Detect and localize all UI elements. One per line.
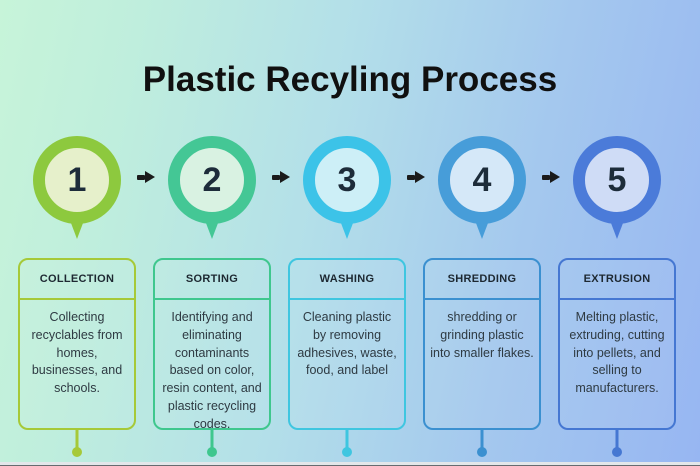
step-card-description: Identifying and eliminating contaminants… (162, 310, 262, 431)
step-number: 3 (337, 160, 357, 199)
connector-dot (207, 447, 217, 457)
connector-dot (72, 447, 82, 457)
arrow-right-icon (272, 171, 290, 183)
arrow-right-icon (542, 171, 560, 183)
step-circle: 1 (33, 136, 121, 224)
connector-line (480, 428, 484, 449)
step-card-title: COLLECTION (20, 260, 134, 300)
step-marker-4: 4 (438, 136, 526, 242)
connector-line (615, 428, 619, 449)
step-card-shredding: SHREDDING shredding or grinding plastic … (423, 258, 541, 457)
connector-line (75, 428, 79, 449)
step-marker-1: 1 (33, 136, 121, 242)
connector-dot (477, 447, 487, 457)
step-card-description: Cleaning plastic by removing adhesives, … (297, 310, 397, 378)
arrow-right-icon (407, 171, 425, 183)
step-card-extrusion: EXTRUSION Melting plastic, extruding, cu… (558, 258, 676, 457)
step-card-title: SORTING (155, 260, 269, 300)
step-marker-3: 3 (303, 136, 391, 242)
step-card-description: Melting plastic, extruding, cutting into… (569, 310, 665, 395)
step-card-collection: COLLECTION Collecting recyclables from h… (18, 258, 136, 457)
bottom-edge-strip (0, 462, 700, 466)
step-circle: 3 (303, 136, 391, 224)
connector-dot (612, 447, 622, 457)
step-card-title: WASHING (290, 260, 404, 300)
connector-line (210, 428, 214, 449)
step-number: 2 (202, 160, 222, 199)
step-number: 1 (67, 160, 87, 199)
step-card-washing: WASHING Cleaning plastic by removing adh… (288, 258, 406, 457)
arrow-right-icon (137, 171, 155, 183)
step-card-description: shredding or grinding plastic into small… (430, 310, 534, 360)
page-title: Plastic Recyling Process (142, 60, 558, 99)
step-marker-5: 5 (573, 136, 661, 242)
step-card-title: EXTRUSION (560, 260, 674, 300)
step-circle: 5 (573, 136, 661, 224)
step-circle: 4 (438, 136, 526, 224)
step-circle: 2 (168, 136, 256, 224)
step-number: 5 (607, 160, 627, 199)
connector-line (345, 428, 349, 449)
connector-dot (342, 447, 352, 457)
step-card-title: SHREDDING (425, 260, 539, 300)
step-card-sorting: SORTING Identifying and eliminating cont… (153, 258, 271, 457)
step-number: 4 (472, 160, 492, 199)
step-marker-2: 2 (168, 136, 256, 242)
step-card-description: Collecting recyclables from homes, busin… (31, 310, 123, 395)
